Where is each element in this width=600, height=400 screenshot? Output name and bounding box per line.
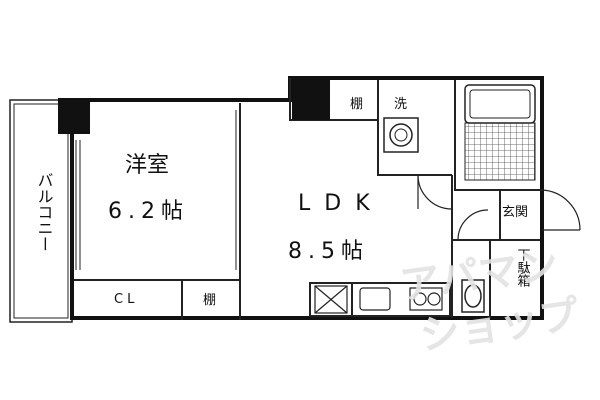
ldk-size: 8.5帖	[288, 239, 369, 264]
door-swings	[417, 174, 581, 241]
bathtub	[464, 84, 536, 181]
washer-space	[383, 117, 419, 153]
washer-label: 洗	[394, 97, 407, 112]
pillar-left	[58, 98, 90, 134]
window-bedroom	[75, 110, 237, 270]
kitchen-fixtures	[314, 285, 443, 314]
inner-walls	[74, 78, 542, 320]
balcony-label: バルコニー	[35, 172, 54, 252]
balcony	[9, 99, 73, 323]
western-room-name: 洋室	[125, 153, 169, 178]
shelf-top-label: 棚	[350, 97, 363, 112]
ldk-name: LDK	[298, 191, 384, 216]
western-room-size: 6.2帖	[108, 199, 189, 224]
shoe-box-label: 下駄箱	[515, 248, 531, 287]
entrance-label: 玄関	[502, 205, 528, 220]
closet-label: CL	[114, 292, 138, 307]
shelf-label: 棚	[203, 293, 216, 308]
toilet	[461, 279, 485, 313]
pillar-top	[292, 80, 330, 120]
